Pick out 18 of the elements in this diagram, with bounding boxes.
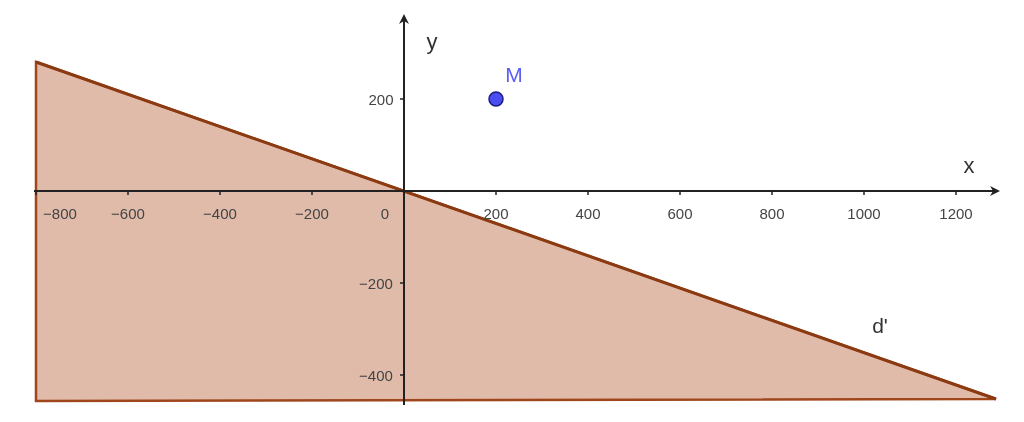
- tick-label: −200: [295, 205, 329, 221]
- axis-name: y: [426, 31, 438, 53]
- tick-label: −800: [43, 205, 77, 221]
- tick-label: 200: [483, 205, 509, 221]
- line-label: d': [872, 314, 888, 336]
- point-name: M: [505, 63, 523, 85]
- axis-name: x: [963, 155, 975, 177]
- tick-label: 0: [380, 205, 390, 221]
- tick-label: 1200: [939, 205, 973, 221]
- tick-label: −400: [359, 367, 393, 383]
- tick-label: −600: [111, 205, 145, 221]
- tick-label: 600: [667, 205, 693, 221]
- tick-label: 1000: [847, 205, 881, 221]
- tick-label: −200: [359, 275, 393, 291]
- tick-label: 400: [575, 205, 601, 221]
- tick-label: −400: [203, 205, 237, 221]
- tick-label: 800: [759, 205, 785, 221]
- tick-label: 200: [368, 91, 394, 107]
